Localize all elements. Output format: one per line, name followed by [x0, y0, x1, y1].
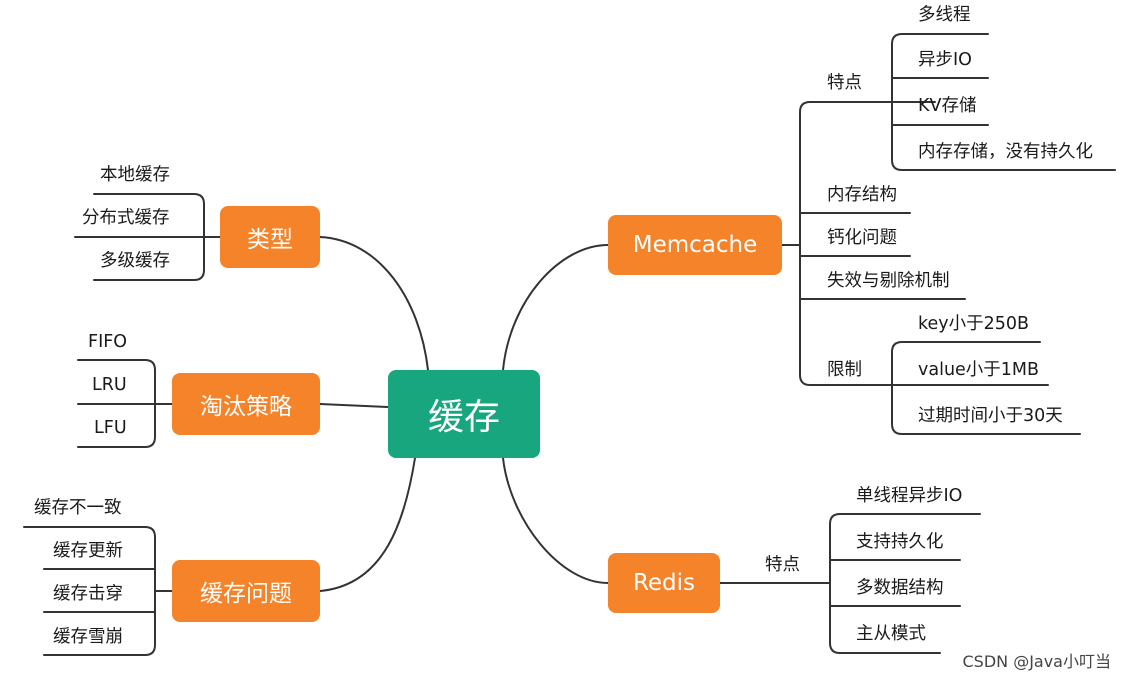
memcache-feature-inmemory: 内存存储，没有持久化	[918, 142, 1093, 162]
branch-eviction[interactable]: 淘汰策略	[172, 373, 320, 435]
memcache-memory-structure: 内存结构	[827, 185, 897, 205]
memcache-calcification: 钙化问题	[827, 228, 897, 248]
memcache-limit-value: value小于1MB	[918, 360, 1040, 380]
eviction-item-fifo: FIFO	[88, 332, 128, 352]
memcache-limit-key: key小于250B	[918, 314, 1030, 334]
memcache-features-label: 特点	[827, 73, 862, 93]
branch-issues-label: 缓存问题	[200, 581, 292, 607]
redis-feature-data-structures: 多数据结构	[856, 578, 944, 598]
branch-redis-label: Redis	[632, 570, 696, 596]
issues-item-update: 缓存更新	[53, 541, 123, 561]
redis-feature-persistence: 支持持久化	[856, 532, 944, 552]
issues-item-avalanche: 缓存雪崩	[53, 627, 123, 647]
branch-types[interactable]: 类型	[220, 206, 320, 268]
redis-features-label: 特点	[765, 555, 800, 575]
eviction-item-lfu: LFU	[94, 418, 127, 438]
memcache-feature-multithread: 多线程	[918, 5, 971, 25]
eviction-item-lru: LRU	[92, 375, 127, 395]
types-item-local: 本地缓存	[100, 165, 170, 185]
types-item-multilevel: 多级缓存	[100, 251, 170, 271]
branch-redis[interactable]: Redis	[608, 553, 720, 613]
center-node[interactable]: 缓存	[388, 370, 540, 458]
memcache-expiry: 失效与剔除机制	[827, 271, 950, 291]
branch-issues[interactable]: 缓存问题	[172, 560, 320, 622]
branch-memcache[interactable]: Memcache	[608, 215, 782, 275]
issues-item-breakdown: 缓存击穿	[53, 584, 123, 604]
memcache-limit-ttl: 过期时间小于30天	[918, 406, 1063, 426]
memcache-feature-asyncio: 异步IO	[918, 50, 972, 70]
memcache-feature-kv: KV存储	[918, 96, 977, 116]
branch-memcache-label: Memcache	[632, 232, 758, 258]
memcache-limits-label: 限制	[827, 360, 862, 380]
types-item-distributed: 分布式缓存	[82, 208, 170, 228]
redis-feature-master-slave: 主从模式	[856, 624, 926, 644]
branch-types-label: 类型	[247, 227, 293, 253]
issues-item-inconsistency: 缓存不一致	[34, 498, 122, 518]
watermark: CSDN @Java小叮当	[962, 652, 1111, 671]
branch-eviction-label: 淘汰策略	[200, 394, 292, 420]
center-label: 缓存	[427, 397, 500, 438]
redis-feature-single-thread: 单线程异步IO	[856, 486, 963, 506]
